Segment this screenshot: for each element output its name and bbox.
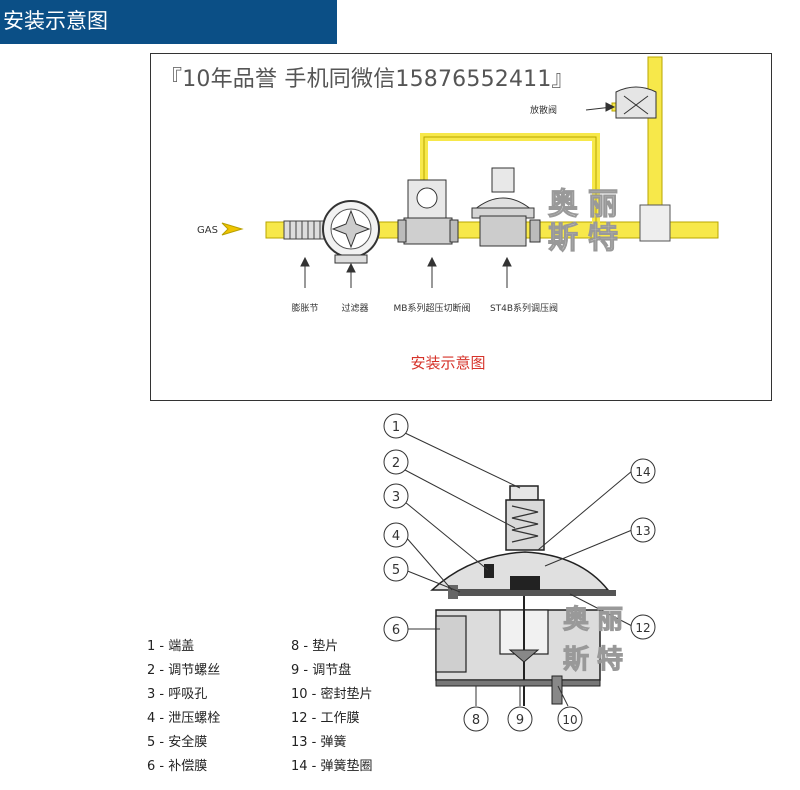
callout-8: 8: [463, 706, 489, 732]
cutoff-valve: [397, 179, 459, 245]
component-label-regulator: ST4B系列调压阀: [490, 302, 558, 314]
diaphragm-cover: [430, 551, 610, 591]
gas-arrow-icon: [221, 222, 244, 236]
component-label-cutoff-valve: MB系列超压切断阀: [394, 302, 471, 314]
legend-item: 4 - 泄压螺栓: [147, 711, 221, 726]
legend-item: 12 - 工作膜: [291, 711, 360, 726]
component-label-expansion-joint: 膨胀节: [291, 302, 318, 314]
leader-lines: [404, 432, 633, 707]
svg-text:9: 9: [516, 713, 524, 728]
callout-12: 12: [630, 614, 656, 640]
legend-item: 2 - 调节螺丝: [147, 663, 221, 678]
svg-text:14: 14: [635, 465, 650, 479]
legend-item: 10 - 密封垫片: [291, 687, 373, 702]
legend-left: 1 - 端盖 2 - 调节螺丝 3 - 呼吸孔 4 - 泄压螺栓 5 - 安全膜…: [147, 635, 220, 779]
page-title: 安装示意图: [3, 9, 108, 33]
adjusting-disc: [508, 649, 540, 663]
legend-item: 6 - 补偿膜: [147, 759, 208, 774]
component-label-filter: 过滤器: [341, 302, 368, 314]
vent-plug: [484, 564, 494, 578]
svg-text:6: 6: [392, 623, 400, 638]
svg-text:4: 4: [392, 529, 400, 544]
callout-13: 13: [630, 517, 656, 543]
svg-text:12: 12: [635, 621, 650, 635]
gas-label: GAS: [197, 225, 218, 236]
header-bar: 安装示意图: [0, 0, 337, 44]
callout-2: 2: [383, 449, 409, 475]
legend-item: 9 - 调节盘: [291, 663, 352, 678]
diaphragm: [456, 590, 616, 596]
svg-text:8: 8: [472, 713, 480, 728]
watermark-line2: 斯特: [548, 221, 628, 256]
section-diagram: 1 2 3 4 5 6 8 9 10 12 13 14 奥丽 斯特: [383, 413, 656, 732]
diaphragm-plate: [510, 576, 540, 590]
legend-item: 3 - 呼吸孔: [147, 687, 208, 702]
callout-10: 10: [557, 706, 583, 732]
svg-text:2: 2: [392, 456, 400, 471]
legend-item: 1 - 端盖: [147, 639, 195, 654]
callout-1: 1: [383, 413, 409, 439]
expansion-joint: [283, 220, 329, 240]
sealing-plug: [551, 675, 563, 705]
svg-text:5: 5: [392, 563, 400, 578]
callout-9: 9: [507, 706, 533, 732]
callout-4: 4: [383, 522, 409, 548]
vent-valve-label: 放散阀: [530, 104, 557, 116]
bottom-gasket: [435, 679, 601, 687]
vertical-pipe: [647, 56, 663, 224]
bleed-screw: [448, 585, 458, 599]
svg-text:3: 3: [392, 490, 400, 505]
watermark-line1: 奥丽: [548, 187, 628, 222]
legend-item: 13 - 弹簧: [291, 735, 347, 750]
pointer-arrows: [300, 102, 616, 288]
regulator-valve: [471, 167, 541, 247]
installation-diagram: GAS 放散阀 膨胀节 过滤器 MB系列超压切断阀 ST4B系列调压阀 安装示意…: [197, 56, 719, 372]
legend-item: 5 - 安全膜: [147, 735, 208, 750]
callout-14: 14: [630, 458, 656, 484]
section-watermark-line2: 斯特: [563, 644, 631, 675]
legend-item: 14 - 弹簧垫圈: [291, 759, 373, 774]
promo-text: 『10年品誉 手机同微信15876552411』: [160, 67, 574, 92]
legend-item: 8 - 垫片: [291, 639, 339, 654]
callout-3: 3: [383, 483, 409, 509]
end-cap: [509, 485, 539, 501]
section-watermark-line1: 奥丽: [563, 604, 631, 635]
legend-right: 8 - 垫片 9 - 调节盘 10 - 密封垫片 12 - 工作膜 13 - 弹…: [291, 635, 373, 779]
svg-text:10: 10: [562, 713, 577, 727]
callout-5: 5: [383, 556, 409, 582]
svg-text:13: 13: [635, 524, 650, 538]
spring: [511, 505, 539, 543]
callout-6: 6: [383, 616, 409, 642]
svg-text:1: 1: [392, 420, 400, 435]
inlet-port: [435, 615, 467, 673]
tee-fitting: [639, 204, 671, 242]
spring-housing: [505, 499, 545, 551]
install-caption: 安装示意图: [410, 354, 485, 372]
filter: [322, 200, 380, 264]
vent-valve: [615, 86, 657, 119]
